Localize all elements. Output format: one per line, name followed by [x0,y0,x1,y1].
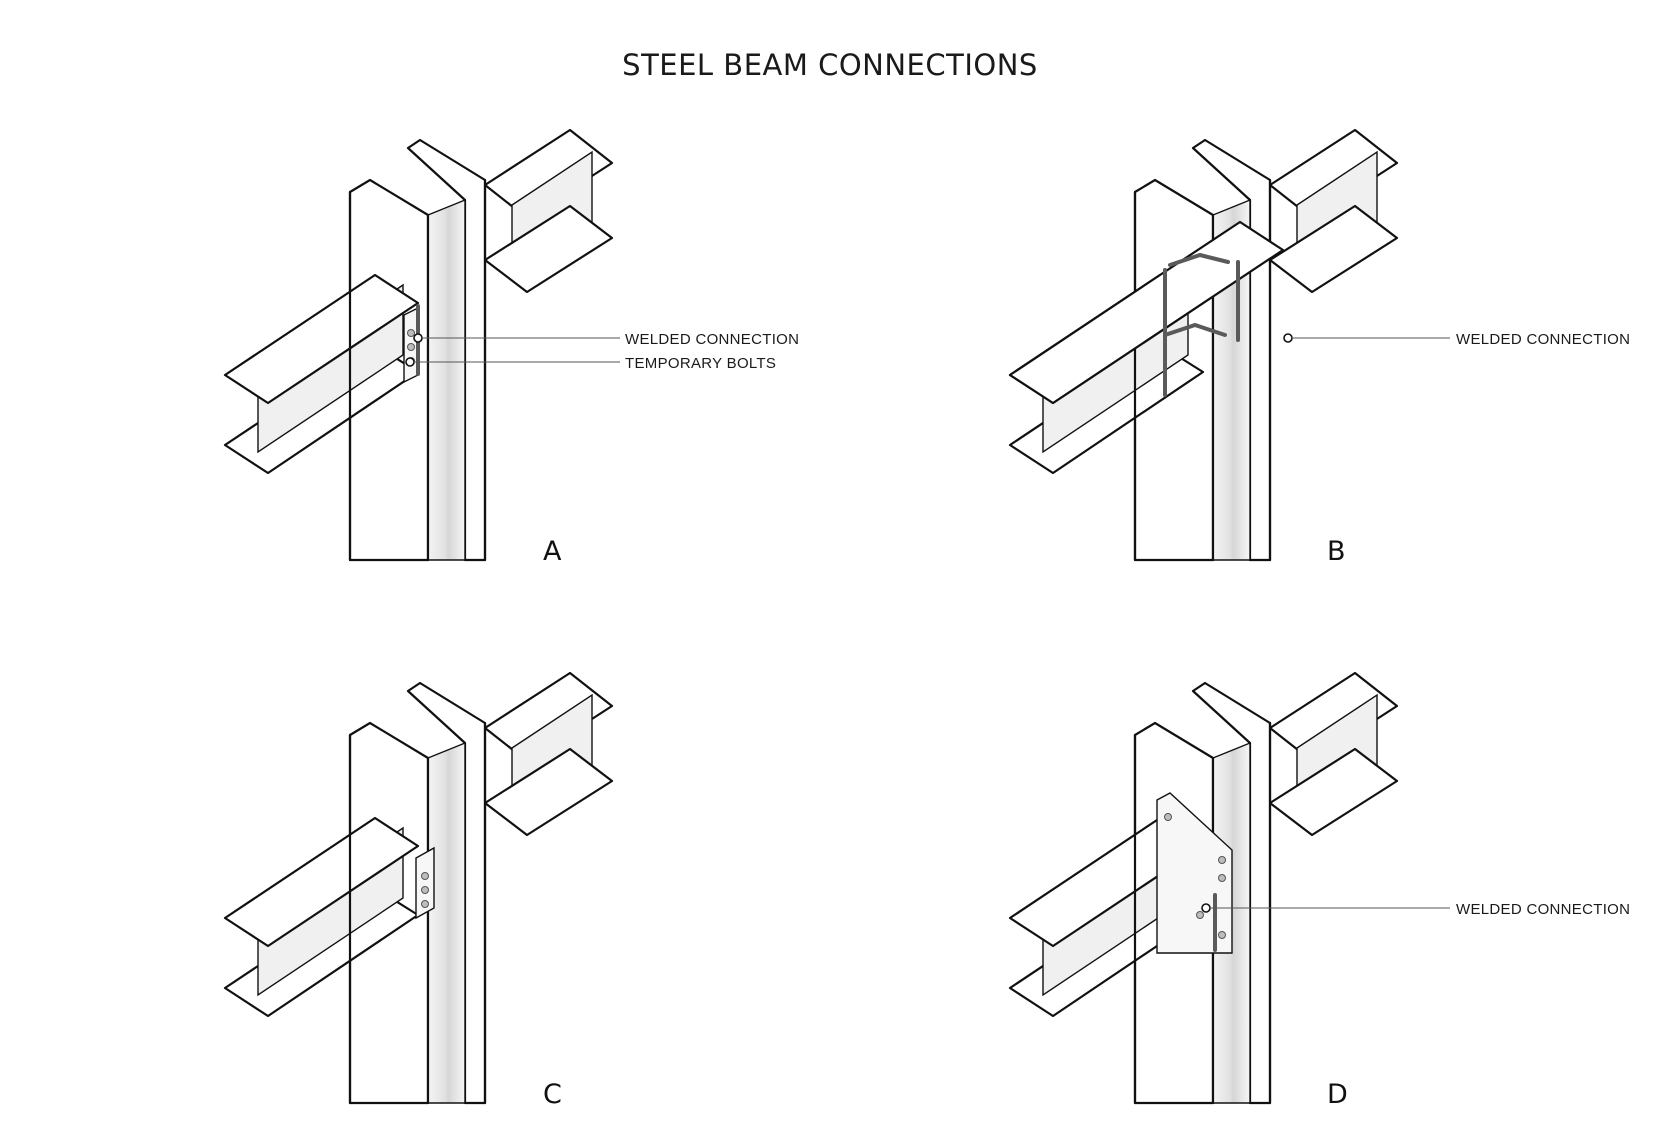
weld-seam [1168,252,1230,267]
bolt-icon [1218,931,1226,939]
bolt-icon [421,872,429,880]
bolt-icon [407,329,415,337]
bolt-icon [421,900,429,908]
callout-welded-connection-d: WELDED CONNECTION [1456,901,1630,918]
bolt-icon [1164,813,1172,821]
callout-welded-connection-b: WELDED CONNECTION [1456,331,1630,348]
panel-b-assembly: WELDED CONNECTION B [1008,128,1630,567]
callout-marker [1283,333,1293,343]
callout-marker [1201,903,1211,913]
panel-label-d: D [1327,1079,1348,1110]
panel-label-a: A [543,536,562,567]
bolt-icon [421,886,429,894]
bolt-icon [1218,874,1226,882]
weld-seam [1163,322,1227,337]
callout-welded-connection-a: WELDED CONNECTION [625,331,799,348]
panel-label-b: B [1327,536,1346,567]
panel-c-assembly: C [223,671,614,1110]
bolt-icon [1196,911,1204,919]
callout-temporary-bolts-a: TEMPORARY BOLTS [625,355,776,372]
diagram-title: STEEL BEAM CONNECTIONS [622,48,1038,82]
panel-a-assembly: WELDED CONNECTION TEMPORARY BOLTS A [223,128,799,567]
callout-marker [405,357,415,367]
panel-label-c: C [543,1079,562,1110]
bolt-icon [407,343,415,351]
callout-marker [413,333,423,343]
bolt-icon [1218,856,1226,864]
shear-tab-plate [415,846,435,920]
panel-d-assembly: WELDED CONNECTION D [1008,671,1630,1110]
